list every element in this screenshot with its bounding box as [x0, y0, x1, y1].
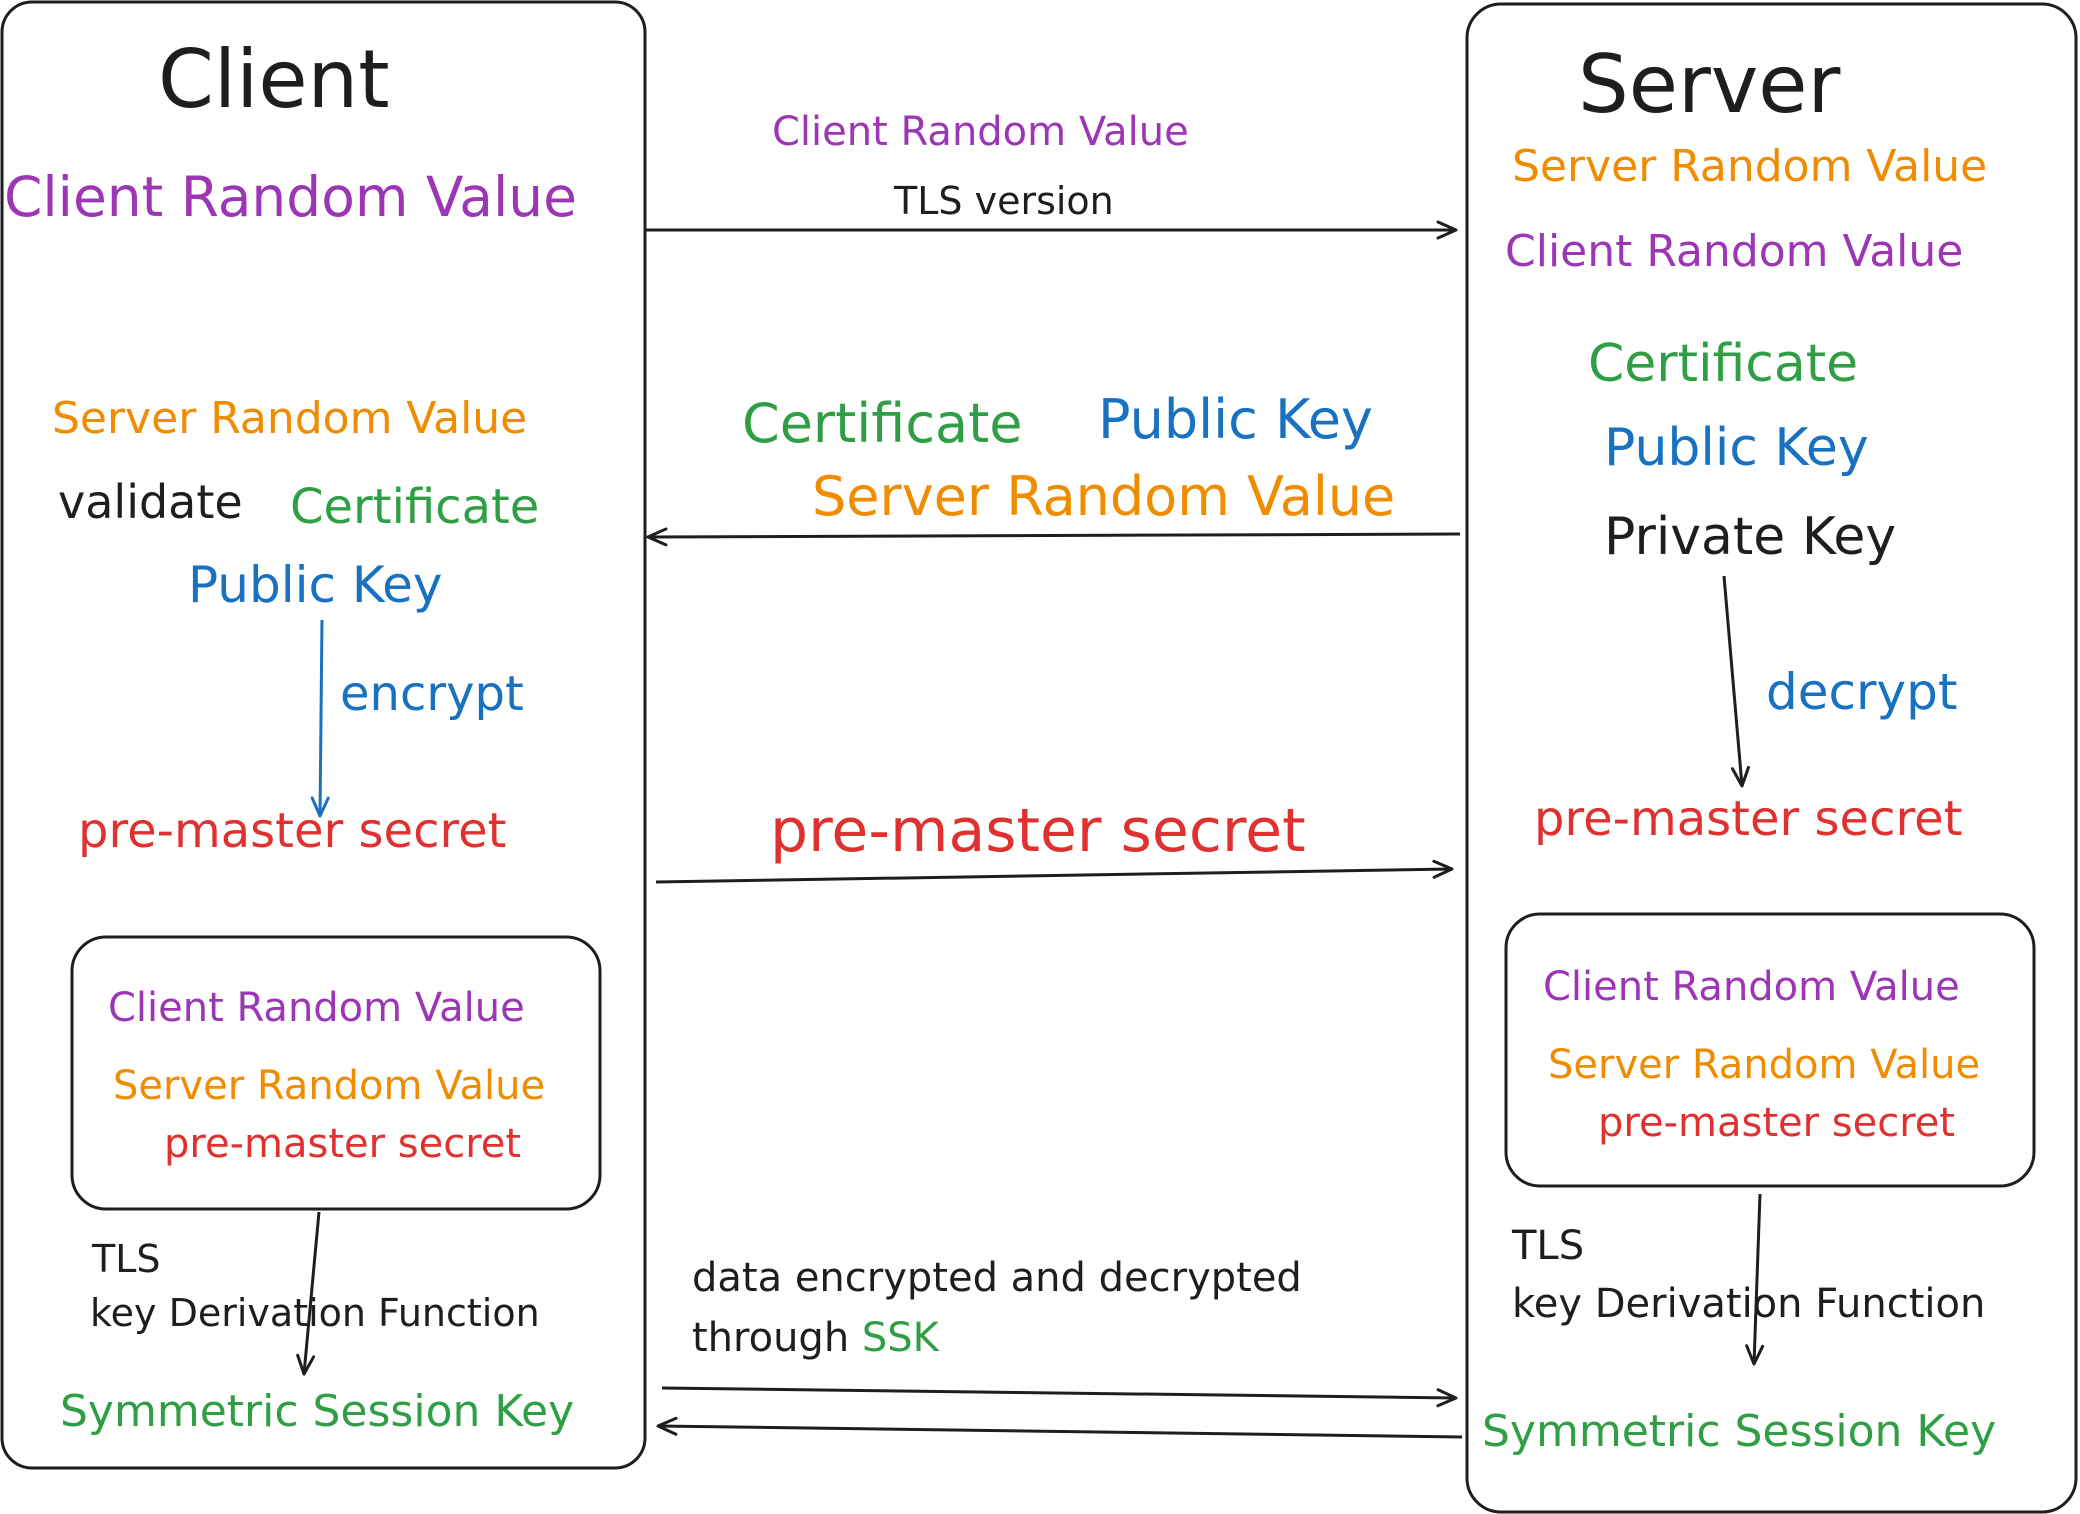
- client-encrypt-label: encrypt: [340, 666, 524, 722]
- client-pre-master-secret: pre-master secret: [78, 803, 507, 859]
- server-pre-master-secret: pre-master secret: [1534, 791, 1963, 847]
- client-kdf-name: key Derivation Function: [90, 1291, 540, 1335]
- client-validate-label: validate: [58, 475, 243, 529]
- client-title: Client: [158, 33, 390, 126]
- client-box-client-random: Client Random Value: [108, 985, 525, 1031]
- arrow-server-reply: [646, 527, 1461, 547]
- server-symmetric-session-key: Symmetric Session Key: [1482, 1406, 1997, 1457]
- server-public-key: Public Key: [1604, 418, 1869, 478]
- arrow-pre-master: [655, 859, 1454, 884]
- client-box-pre-master: pre-master secret: [164, 1121, 522, 1167]
- msg-through-label: through: [692, 1315, 850, 1361]
- server-random-value: Server Random Value: [1512, 141, 1988, 192]
- server-title: Server: [1578, 38, 1841, 131]
- client-certificate: Certificate: [290, 479, 540, 535]
- arrow-data-to-server: [661, 1386, 1458, 1408]
- client-panel: [0, 0, 647, 1470]
- arrow-client-kdf: [296, 1211, 321, 1376]
- client-server-random-value: Server Random Value: [52, 393, 528, 444]
- msg-server-random-value: Server Random Value: [812, 465, 1396, 528]
- client-symmetric-session-key: Symmetric Session Key: [60, 1386, 575, 1437]
- msg-data-encrypted: data encrypted and decrypted: [692, 1255, 1302, 1301]
- client-inputs-box: [70, 935, 602, 1211]
- msg-certificate: Certificate: [742, 392, 1023, 455]
- server-certificate: Certificate: [1588, 334, 1859, 394]
- msg-pre-master-secret: pre-master secret: [770, 796, 1306, 866]
- arrow-data-to-client: [656, 1416, 1463, 1439]
- server-decrypt-label: decrypt: [1766, 663, 1958, 721]
- arrow-server-kdf: [1745, 1193, 1765, 1366]
- server-kdf-name: key Derivation Function: [1512, 1281, 1986, 1327]
- msg-through-ssk: through SSK: [692, 1318, 939, 1358]
- msg-ssk-label: SSK: [861, 1315, 939, 1361]
- server-box-client-random: Client Random Value: [1543, 964, 1960, 1010]
- arrow-server-decrypt: [1722, 575, 1750, 788]
- arrow-client-encrypt: [310, 619, 330, 818]
- server-client-random-value: Client Random Value: [1505, 226, 1964, 277]
- server-kdf-tls: TLS: [1512, 1223, 1585, 1269]
- client-box-server-random: Server Random Value: [113, 1063, 546, 1109]
- server-private-key: Private Key: [1604, 507, 1897, 567]
- client-random-value: Client Random Value: [4, 165, 577, 229]
- server-box-server-random: Server Random Value: [1548, 1042, 1981, 1088]
- msg-client-random-value: Client Random Value: [772, 109, 1189, 155]
- server-panel: [1465, 2, 2078, 1514]
- msg-public-key: Public Key: [1098, 388, 1373, 451]
- client-kdf-tls: TLS: [92, 1237, 161, 1281]
- server-box-pre-master: pre-master secret: [1598, 1100, 1956, 1146]
- server-inputs-box: [1504, 912, 2036, 1188]
- client-public-key: Public Key: [188, 556, 443, 614]
- msg-tls-version: TLS version: [894, 179, 1114, 223]
